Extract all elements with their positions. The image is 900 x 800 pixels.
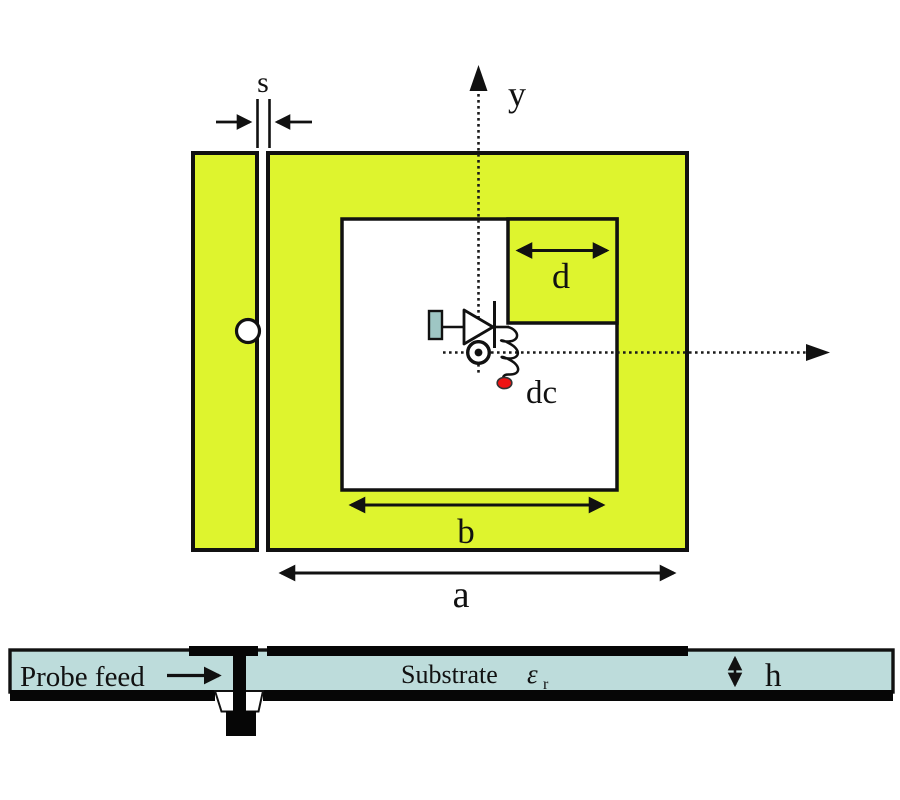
dim-label-h: h <box>765 658 782 694</box>
bias-label-dc: dc <box>526 375 557 411</box>
feed-strip <box>191 151 259 552</box>
y-axis-arrowhead-icon <box>469 65 488 91</box>
probe-feed-label: Probe feed <box>20 661 145 693</box>
perturbation-stub <box>506 217 619 325</box>
probe-pin <box>233 649 246 711</box>
ground-plane-left <box>10 690 215 701</box>
dim-label-s: s <box>257 66 269 99</box>
axis-label-y: y <box>508 74 526 114</box>
connector-body <box>226 711 256 736</box>
patch-metal-section <box>267 646 688 656</box>
rf-choke-coil <box>499 325 520 383</box>
permittivity-symbol: ε <box>527 659 538 689</box>
substrate-label: Substrate <box>401 660 498 689</box>
diode-triangle-icon <box>462 308 495 346</box>
origin-center-dot <box>474 348 483 357</box>
feed-strip-metal-section <box>189 646 258 656</box>
dim-label-a: a <box>453 574 470 616</box>
dc-terminal-dot <box>496 376 513 390</box>
ground-plane-right <box>263 690 893 701</box>
x-axis-arrowhead-icon <box>806 344 830 361</box>
dim-label-d: d <box>552 256 570 296</box>
probe-feed-point <box>234 317 262 345</box>
permittivity-subscript: r <box>543 676 549 693</box>
dim-label-b: b <box>457 512 475 551</box>
capacitor-pad <box>427 309 444 341</box>
